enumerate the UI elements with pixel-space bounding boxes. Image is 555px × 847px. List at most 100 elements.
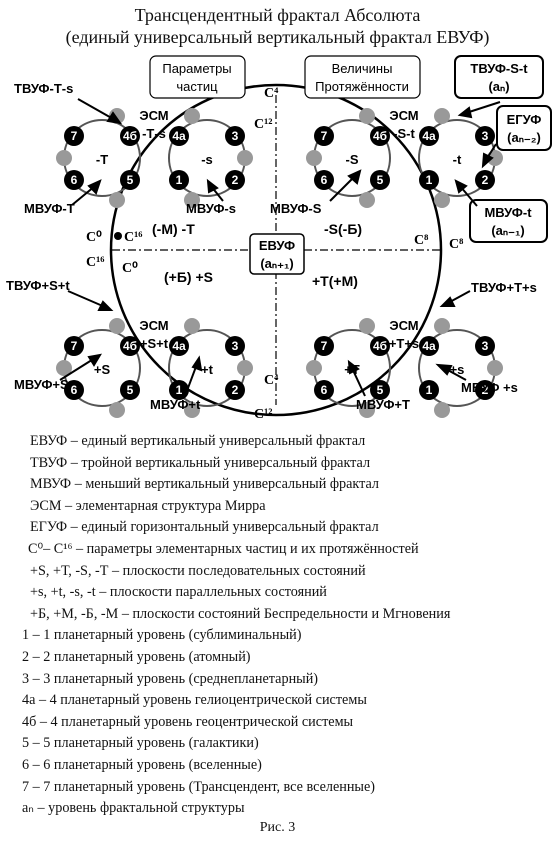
legend-term: 7 (22, 778, 30, 795)
legend-row: aₙ – уровень фрактальной структуры (22, 799, 245, 817)
level-label: 5 (377, 173, 384, 187)
box-evuf-line2: (aₙ₊₁) (260, 256, 293, 271)
legend-row: ЕГУФ – единый горизонтальный универсальн… (30, 518, 379, 536)
esm-sub-label: +S+t (140, 336, 169, 351)
grey-node (56, 150, 72, 166)
esm-sub-label: -S-t (393, 126, 415, 141)
level-label: 2 (482, 383, 489, 397)
legend-term: ЕГУФ (30, 519, 68, 536)
legend-description: – плоскости последовательных состояний (108, 562, 366, 579)
right-center-label: +t (201, 362, 214, 377)
left-junction-dot (114, 232, 122, 240)
box-lengths-line2: Протяжённости (315, 79, 409, 94)
level-label: 4б (123, 129, 137, 143)
legend-row: 3 – 3 планетарный уровень (среднепланета… (22, 670, 318, 688)
grey-node (434, 192, 450, 208)
legend-term: 5 (22, 735, 30, 752)
legend-term: +s, +t, -s, -t (30, 584, 96, 601)
legend-description: – плоскости параллельных состояний (95, 584, 327, 601)
level-node-n7 (64, 336, 84, 356)
level-node-n4b (120, 126, 140, 146)
level-label: 2 (482, 173, 489, 187)
right-center-label: -t (453, 152, 462, 167)
legend-row: 1 – 1 планетарный уровень (сублиминальны… (22, 626, 301, 644)
legend-row: 2 – 2 планетарный уровень (атомный) (22, 648, 251, 666)
box-params-line2: частиц (176, 79, 218, 94)
legend-row: 5 – 5 планетарный уровень (галактики) (22, 734, 259, 752)
level-node-n4b (120, 336, 140, 356)
level-node-n4b (370, 126, 390, 146)
c4-bottom: C⁴ (264, 373, 279, 388)
level-node-n5 (120, 170, 140, 190)
c12-bottom: C¹² (254, 407, 273, 422)
esm-label: ЭСМ (139, 108, 168, 123)
level-label: 3 (482, 129, 489, 143)
legend-term: 1 (22, 627, 30, 644)
label-mvuf-S-minus: МВУФ-S (270, 201, 322, 216)
level-node-n7 (314, 126, 334, 146)
grey-node (359, 108, 375, 124)
level-label: 7 (321, 129, 328, 143)
legend-term: +S, +Т, -S, -Т (30, 562, 109, 579)
legend-term: 4б (22, 713, 37, 730)
legend-description: – 6 планетарный уровень (вселенные) (29, 757, 262, 773)
level-label: 4б (373, 339, 387, 353)
level-node-n1 (419, 170, 439, 190)
right-center-label: -s (201, 152, 213, 167)
level-node-n1 (169, 170, 189, 190)
legend-description: – 3 планетарный уровень (среднепланетарн… (29, 670, 319, 687)
level-node-n3 (225, 126, 245, 146)
box-mvuf-t: МВУФ-t (aₙ₋₁) (469, 199, 548, 243)
grey-node (487, 150, 503, 166)
level-node-n1 (419, 380, 439, 400)
big-circle (109, 83, 443, 417)
c8-right2: C⁸ (449, 237, 463, 252)
level-label: 1 (176, 173, 183, 187)
level-node-n2 (225, 380, 245, 400)
level-node-n5 (120, 380, 140, 400)
level-label: 1 (426, 173, 433, 187)
legend-description: – 1 планетарный уровень (сублиминальный) (29, 627, 302, 644)
legend-row: 6 – 6 планетарный уровень (вселенные) (22, 756, 262, 774)
box-lengths-line1: Величины (332, 61, 393, 76)
grey-node (487, 360, 503, 376)
grey-node (184, 192, 200, 208)
box-tvuf-st-line2: (aₙ) (488, 79, 509, 94)
level-label: 3 (232, 129, 239, 143)
legend-row: 4а – 4 планетарный уровень гелиоцентриче… (22, 691, 367, 709)
legend-term: ТВУФ (30, 454, 68, 471)
legend-row: ТВУФ – тройной вертикальный универсальны… (30, 454, 370, 472)
c16-left2: C¹⁶ (86, 255, 105, 270)
grey-node (434, 402, 450, 418)
level-label: 3 (482, 339, 489, 353)
legend-row: 7 – 7 планетарный уровень (Трансцендент,… (22, 778, 375, 796)
level-label: 2 (232, 383, 239, 397)
level-label: 4б (373, 129, 387, 143)
c16-left: C¹⁶ (124, 230, 143, 245)
level-node-n4b (370, 336, 390, 356)
box-tvuf-st-line1: ТВУФ-S-t (470, 61, 528, 76)
legend-description: – параметры элементарных частиц и их про… (72, 541, 419, 557)
figure-subtitle: (единый универсальный вертикальный фракт… (65, 27, 490, 47)
legend-term: 2 (22, 649, 30, 665)
left-center-label: +S (94, 362, 111, 377)
level-node-n5 (370, 170, 390, 190)
esm-label: ЭСМ (389, 108, 418, 123)
box-eguf-line2: (aₙ₋₂) (507, 130, 541, 145)
grey-node (434, 318, 450, 334)
legend-row: +S, +Т, -S, -Т – плоскости последователь… (30, 562, 366, 580)
level-node-n7 (314, 336, 334, 356)
figure-caption: Рис. 3 (259, 820, 296, 835)
legend-row: +s, +t, -s, -t – плоскости параллельных … (30, 583, 327, 601)
grey-node (306, 360, 322, 376)
level-node-n6 (64, 170, 84, 190)
label-mvuf-S-plus: МВУФ+S (14, 377, 69, 392)
grey-node (109, 192, 125, 208)
box-evuf: ЕВУФ (aₙ₊₁) (249, 233, 305, 275)
legend-term: 3 (22, 670, 30, 687)
box-eguf: ЕГУФ (aₙ₋₂) (496, 105, 552, 151)
legend-term: C⁰– C¹⁶ (28, 541, 73, 557)
grey-node (109, 318, 125, 334)
